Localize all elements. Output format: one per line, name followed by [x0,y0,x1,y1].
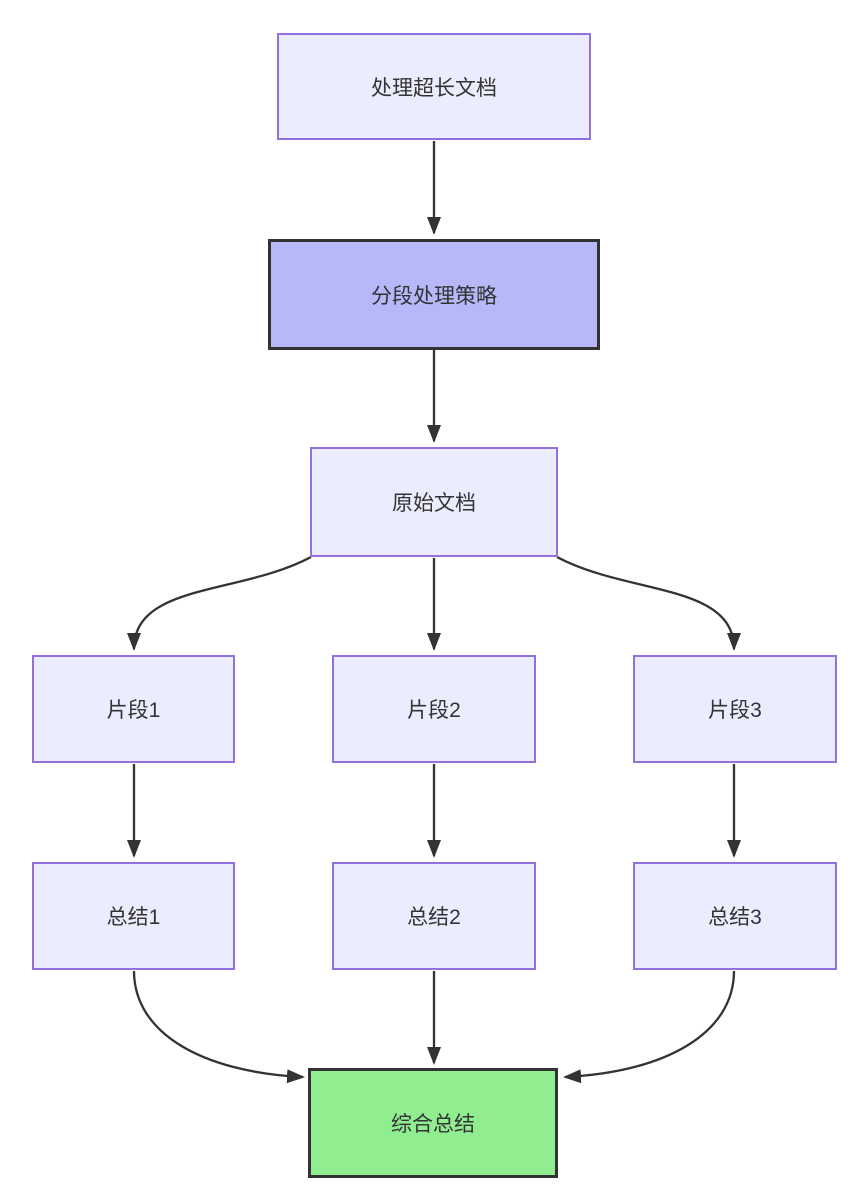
node-label: 片段3 [708,699,762,722]
node-summary-2: 总结2 [332,862,536,970]
node-fragment-1: 片段1 [32,655,235,763]
node-fragment-2: 片段2 [332,655,536,763]
node-label: 原始文档 [392,492,476,515]
node-label: 处理超长文档 [371,76,497,100]
node-label: 综合总结 [391,1113,475,1136]
node-summary-3: 总结3 [633,862,837,970]
node-label: 分段处理策略 [371,284,497,308]
node-original-document: 原始文档 [310,447,558,557]
node-segmentation-strategy: 分段处理策略 [268,239,600,350]
edge-summary-1-to-final [132,970,305,1084]
node-label: 总结3 [708,906,762,929]
edge-summary-3-to-final [563,970,736,1084]
node-process-long-document: 处理超长文档 [277,33,591,140]
node-summary-1: 总结1 [32,862,235,970]
node-label: 片段2 [407,699,461,722]
node-combined-summary: 综合总结 [308,1068,558,1178]
node-fragment-3: 片段3 [633,655,837,763]
edge-original-to-fragment-1 [127,555,312,651]
node-label: 总结2 [407,906,461,929]
edge-original-to-fragment-3 [556,555,741,651]
node-label: 片段1 [106,699,161,722]
node-label: 总结1 [106,906,161,929]
